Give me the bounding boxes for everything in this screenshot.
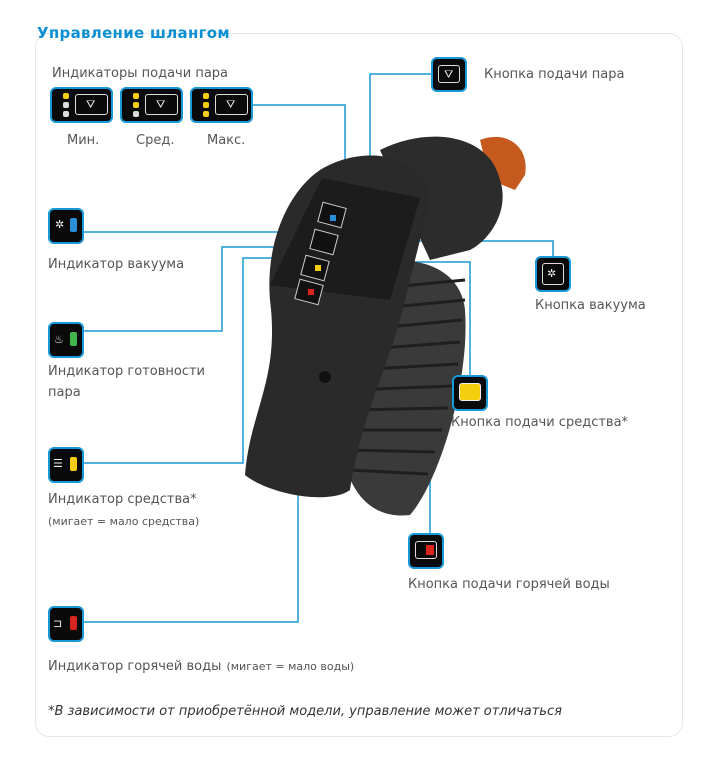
steam-indicators-label: Индикаторы подачи пара [52, 66, 229, 81]
content-card [35, 33, 683, 737]
steam-ready-indicator-icon: ♨ [48, 322, 84, 358]
footnote: *В зависимости от приобретённой модели, … [48, 704, 562, 719]
page-title: Управление шлангом [37, 24, 230, 42]
hot-water-indicator-icon: ⊐ [48, 606, 84, 642]
level-min-label: Мин. [67, 133, 100, 148]
hot-water-indicator-caption: Индикатор горячей воды (мигает = мало во… [48, 655, 354, 674]
vacuum-indicator-icon: ✲ [48, 208, 84, 244]
detergent-button-label: Кнопка подачи средства* [451, 415, 629, 430]
steam-icon: ⛛ [215, 94, 248, 115]
hose-handle-image [245, 136, 526, 516]
level-max-label: Макс. [207, 133, 246, 148]
steam-indicator-mid: ⛛ [120, 87, 183, 123]
steam-button-icon: ⛛ [431, 57, 467, 92]
hot-water-indicator-label: Индикатор горячей воды [48, 659, 222, 674]
hot-water-button-icon [408, 533, 444, 569]
hot-water-button-label: Кнопка подачи горячей воды [408, 577, 610, 592]
vacuum-button-label: Кнопка вакуума [535, 298, 646, 313]
detergent-indicator-note: (мигает = мало средства) [48, 515, 200, 528]
steam-icon: ⛛ [75, 94, 108, 115]
steam-indicator-min: ⛛ [50, 87, 113, 123]
vacuum-button-icon: ✲ [535, 256, 571, 292]
steam-icon: ⛛ [145, 94, 178, 115]
steam-button-label: Кнопка подачи пара [484, 67, 625, 82]
steam-ready-label-1: Индикатор готовности [48, 364, 205, 379]
steam-indicator-max: ⛛ [190, 87, 253, 123]
level-mid-label: Сред. [136, 133, 175, 148]
steam-ready-label-2: пара [48, 385, 81, 400]
detergent-indicator-label: Индикатор средства* [48, 492, 197, 507]
vacuum-indicator-label: Индикатор вакуума [48, 257, 185, 272]
detergent-indicator-icon: ☰ [48, 447, 84, 483]
hot-water-indicator-note: (мигает = мало воды) [226, 660, 355, 673]
detergent-button-icon [452, 375, 488, 411]
